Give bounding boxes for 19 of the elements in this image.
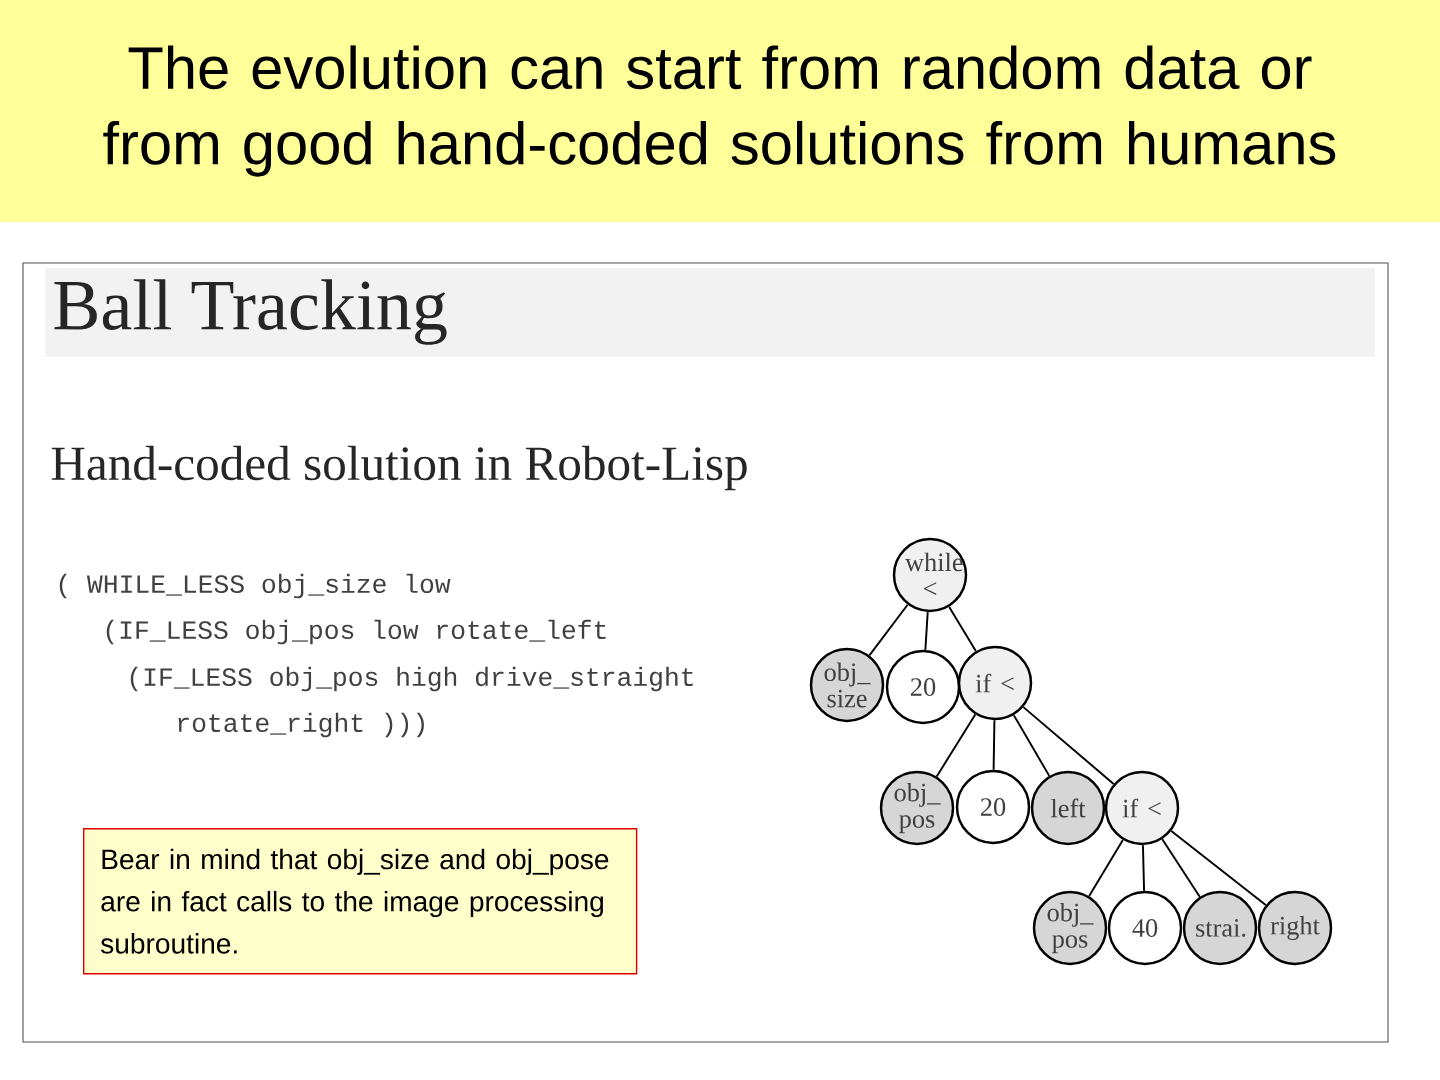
connector-line (1022, 706, 1115, 785)
connector-line (935, 713, 977, 778)
subheading: Hand-coded solution in Robot-Lisp (51, 445, 747, 491)
code-line: (IF_LESS obj_pos low rotate_left (106, 619, 606, 645)
connector-line (1088, 838, 1124, 898)
connector-line (868, 603, 909, 657)
code-line: rotate_right ))) (178, 712, 424, 738)
connector-line (924, 611, 929, 651)
title-banner: The evolution can start from random data or from good hand-coded solutions from humans (0, 0, 1440, 222)
code-line: (IF_LESS obj_pos high drive_straight (130, 666, 693, 692)
connector-line (992, 719, 996, 771)
heading: Ball Tracking (45, 268, 1375, 357)
connector-line (948, 605, 977, 653)
connector-line (1161, 838, 1201, 898)
code-line: ( WHILE_LESS obj_size low (59, 573, 451, 599)
connector-line (1141, 844, 1146, 892)
connector-line (1012, 714, 1051, 777)
note-box: Bear in mind that obj_size and obj_pose are in fact calls to the image processing subroutine. (83, 828, 638, 975)
connector-line (1170, 830, 1267, 906)
